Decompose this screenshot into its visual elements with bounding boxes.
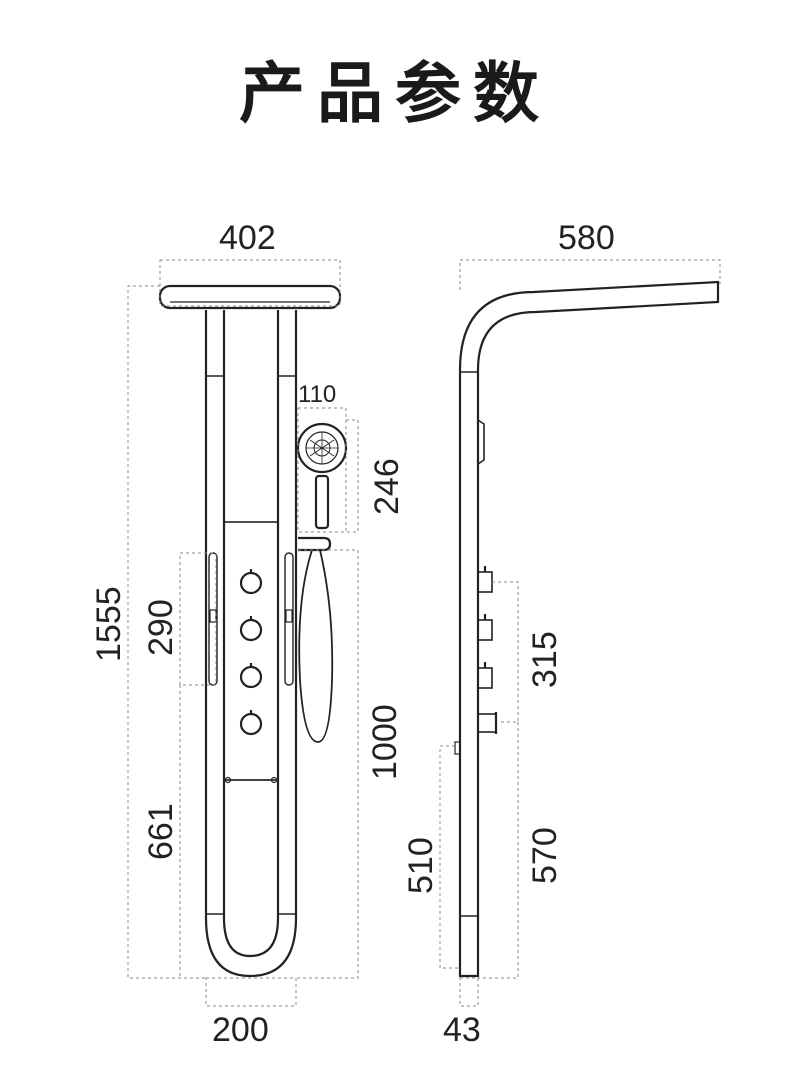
dimension-guides xyxy=(127,259,721,1007)
dim-side-thickness: 43 xyxy=(443,1011,481,1049)
dim-side-lower-height: 510 xyxy=(402,837,440,894)
dim-bottom-width: 200 xyxy=(212,1011,269,1049)
outer-frame xyxy=(204,310,298,978)
shower-holder xyxy=(298,536,332,552)
dim-handshower-width: 110 xyxy=(298,381,337,408)
hand-shower-head xyxy=(296,422,348,474)
dim-total-height: 1555 xyxy=(90,586,128,662)
side-view xyxy=(454,280,720,978)
dim-side-depth-top: 580 xyxy=(558,219,615,257)
control-knobs xyxy=(239,569,263,736)
side-knobs xyxy=(477,566,498,734)
dim-jets-height: 290 xyxy=(142,599,180,656)
dim-hose-length: 1000 xyxy=(366,704,404,780)
rain-shower-head xyxy=(158,284,342,310)
dim-side-valves-height: 315 xyxy=(526,631,564,688)
inner-frame xyxy=(222,310,280,958)
body-jets-right xyxy=(284,552,294,686)
front-view xyxy=(158,284,348,978)
dim-lower-height: 661 xyxy=(142,803,180,860)
hose xyxy=(298,549,334,743)
side-profile xyxy=(458,280,720,978)
page-title: 产品参数 xyxy=(239,55,551,132)
dim-side-lower-height-right: 570 xyxy=(526,827,564,884)
dim-handshower-height: 246 xyxy=(368,458,406,515)
hand-shower-handle xyxy=(314,474,330,530)
dim-front-width-top: 402 xyxy=(219,219,276,257)
control-panel xyxy=(223,521,279,781)
